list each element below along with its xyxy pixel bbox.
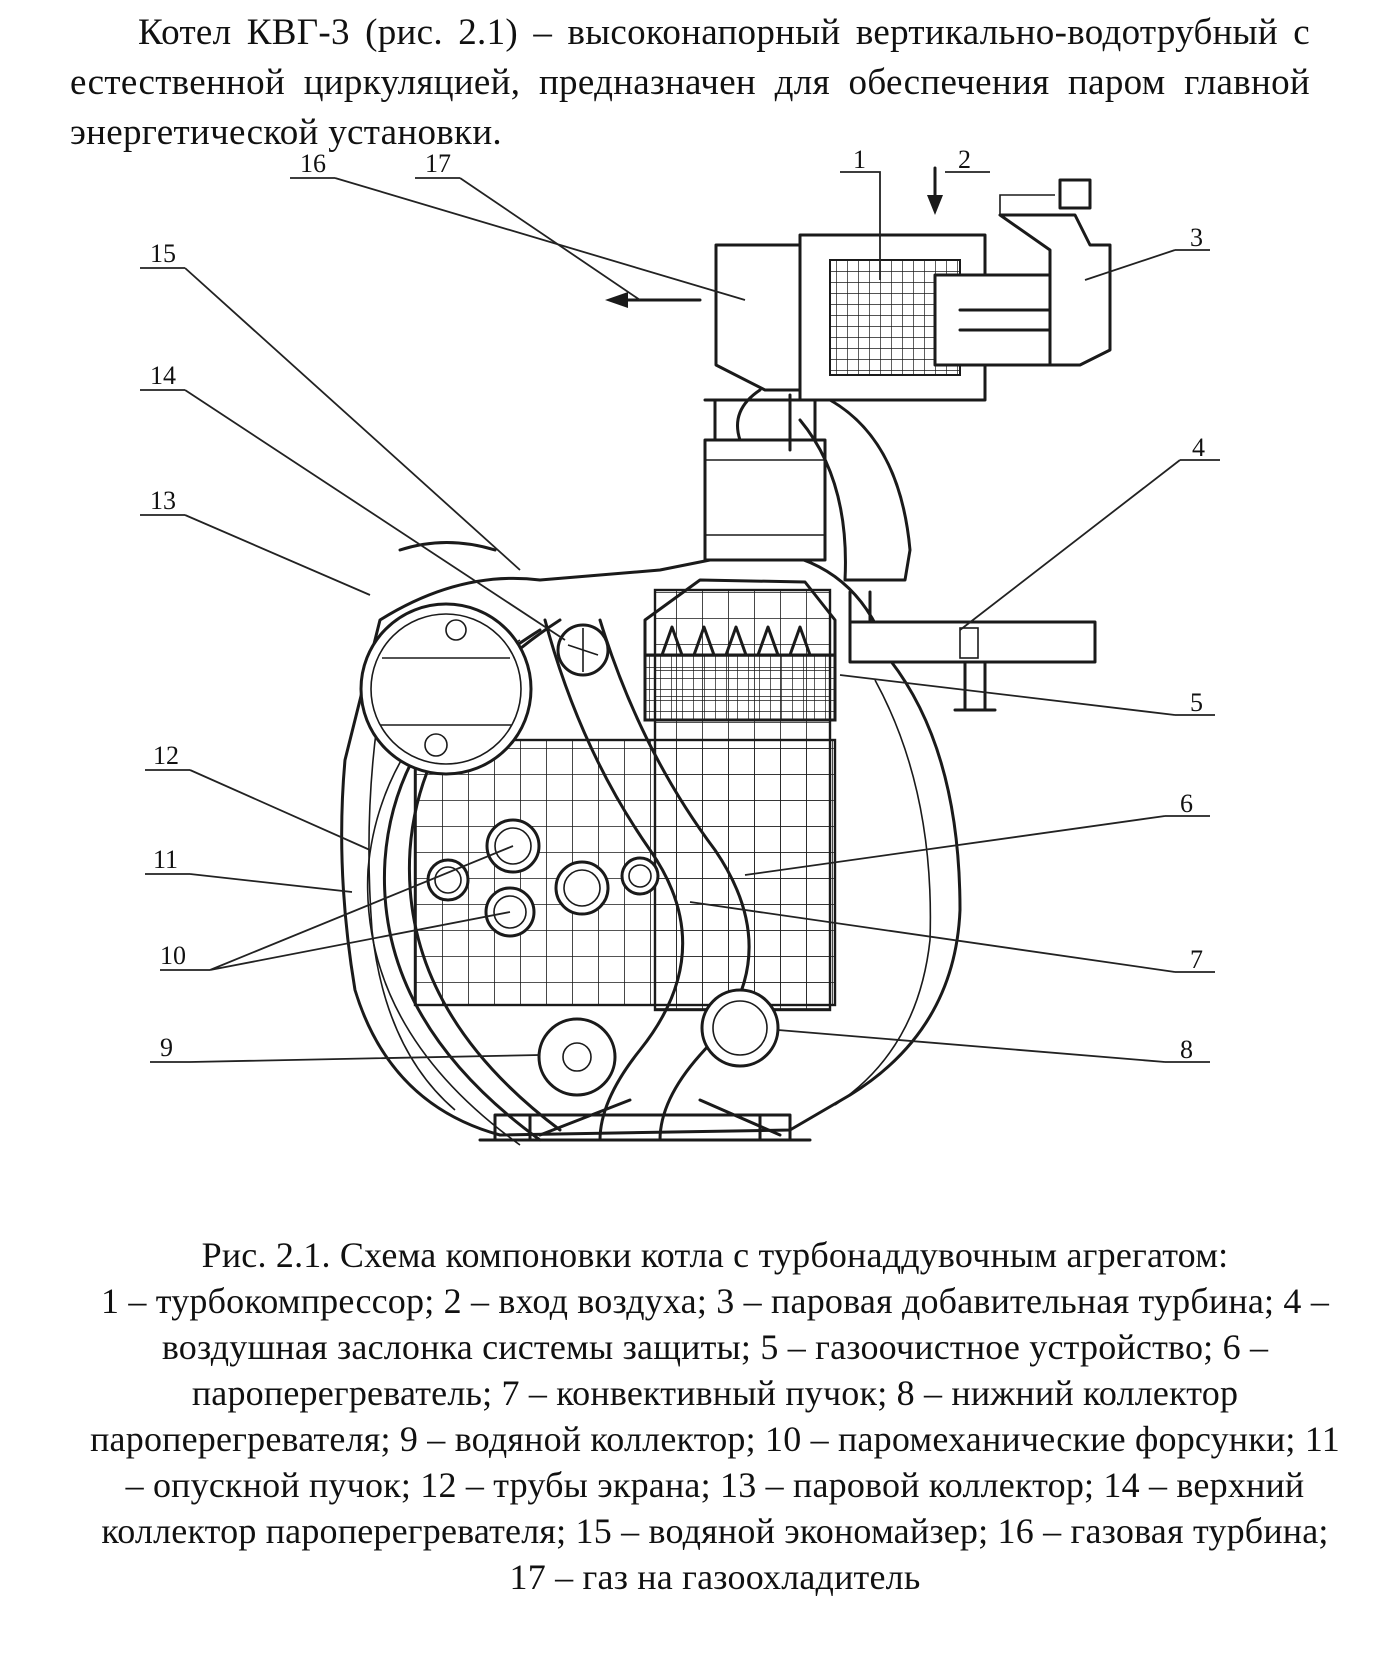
burner-nozzles [660,625,812,657]
callout-2: 2 [958,150,971,174]
callout-17: 17 [425,150,451,178]
screen-tubes [543,618,685,1142]
air-damper-duct [848,590,1097,712]
callout-7: 7 [1190,945,1203,974]
callout-labels: 1 2 3 4 5 6 7 8 9 10 11 12 13 14 15 16 1… [150,150,1205,1064]
callout-9: 9 [160,1033,173,1062]
base-frame [478,1098,812,1142]
figure-caption: Рис. 2.1. Схема компоновки котла с турбо… [90,1232,1340,1600]
intro-paragraph: Котел КВГ-3 (рис. 2.1) – высоконапорный … [70,12,1310,153]
callout-16: 16 [300,150,326,178]
callout-3: 3 [1190,223,1203,252]
caption-title: Рис. 2.1. Схема компоновки котла с турбо… [201,1235,1229,1275]
riser-duct [703,398,912,582]
callout-5: 5 [1190,688,1203,717]
callout-14: 14 [150,361,176,390]
callout-1: 1 [853,150,866,174]
caption-legend: 1 – турбокомпрессор; 2 – вход воздуха; 3… [90,1281,1340,1597]
callout-13: 13 [150,486,176,515]
leader-lines [140,171,1220,1063]
water-drum [537,1017,617,1097]
callout-15: 15 [150,239,176,268]
callout-4: 4 [1192,433,1205,462]
steam-drum [359,541,533,776]
callout-10: 10 [160,941,186,970]
callout-12: 12 [153,741,179,770]
callout-6: 6 [1180,789,1193,818]
turbocharger-unit [714,178,1112,452]
superheater-header [643,653,837,722]
callout-8: 8 [1180,1035,1193,1064]
callout-11: 11 [153,845,178,874]
boiler-layout-diagram: 1 2 3 4 5 6 7 8 9 10 11 12 13 14 15 16 1… [140,150,1220,1146]
